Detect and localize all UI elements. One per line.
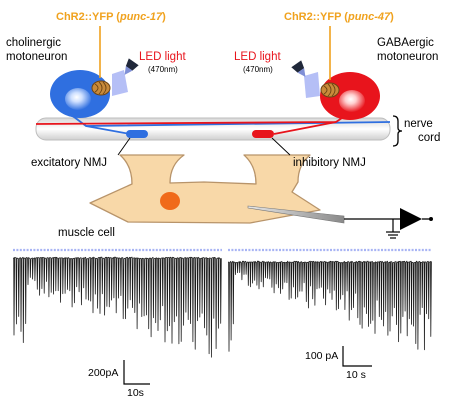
nerve-cord-label-2: cord	[418, 132, 440, 144]
led-icon-left	[124, 58, 139, 75]
muscle-cell-label: muscle cell	[58, 227, 115, 239]
scale-bar-left	[123, 360, 150, 385]
scale-bar-right	[342, 346, 372, 367]
led-wavelength-right: (470nm)	[243, 65, 273, 74]
gabaergic-label: GABAergic	[377, 37, 434, 49]
cholinergic-nucleus	[65, 88, 91, 110]
excitatory-current-trace	[12, 256, 222, 358]
recording-electrode	[247, 205, 345, 224]
excitatory-nmj-terminal	[126, 130, 148, 138]
led-wavelength-left: (470nm)	[148, 65, 178, 74]
nerve-cord-label: nerve	[404, 118, 433, 130]
scale-current-right: 100 pA	[305, 350, 338, 362]
amplifier-icon	[400, 208, 422, 230]
led-beam-left	[112, 70, 128, 96]
inhibitory-current-trace	[227, 260, 432, 352]
led-beam-right	[304, 72, 320, 98]
muscle-nucleus	[160, 192, 180, 210]
chr2-protein-right	[320, 82, 340, 98]
muscle-cell	[89, 154, 321, 224]
cholinergic-label: cholinergic	[6, 37, 61, 49]
chr2-label-left: ChR2::YFP (punc-17)	[56, 11, 166, 23]
led-icon-right	[291, 60, 306, 77]
gabaergic-label-2: motoneuron	[377, 51, 438, 63]
amplifier-output-node	[429, 217, 433, 221]
chr2-protein-left	[91, 80, 111, 96]
cholinergic-axon-branch	[85, 125, 131, 135]
inhibitory-nmj-label: inhibitory NMJ	[293, 157, 366, 169]
led-label-left: LED light	[139, 51, 186, 63]
gabaergic-axon-branch	[273, 121, 337, 135]
led-label-right: LED light	[234, 51, 281, 63]
excitatory-nmj-label: excitatory NMJ	[31, 157, 107, 169]
nerve-cord-brace	[392, 115, 403, 147]
scale-time-right: 10 s	[346, 369, 366, 381]
inhibitory-nmj-pointer	[271, 137, 291, 156]
scale-time-left: 10s	[127, 387, 144, 399]
cholinergic-label-2: motoneuron	[6, 51, 67, 63]
ground-icon	[386, 231, 400, 239]
scale-current-left: 200pA	[88, 367, 118, 379]
gabaergic-nucleus	[339, 90, 365, 112]
inhibitory-nmj-terminal	[252, 130, 274, 138]
excitatory-nmj-pointer	[117, 137, 131, 156]
chr2-label-right: ChR2::YFP (punc-47)	[284, 11, 394, 23]
